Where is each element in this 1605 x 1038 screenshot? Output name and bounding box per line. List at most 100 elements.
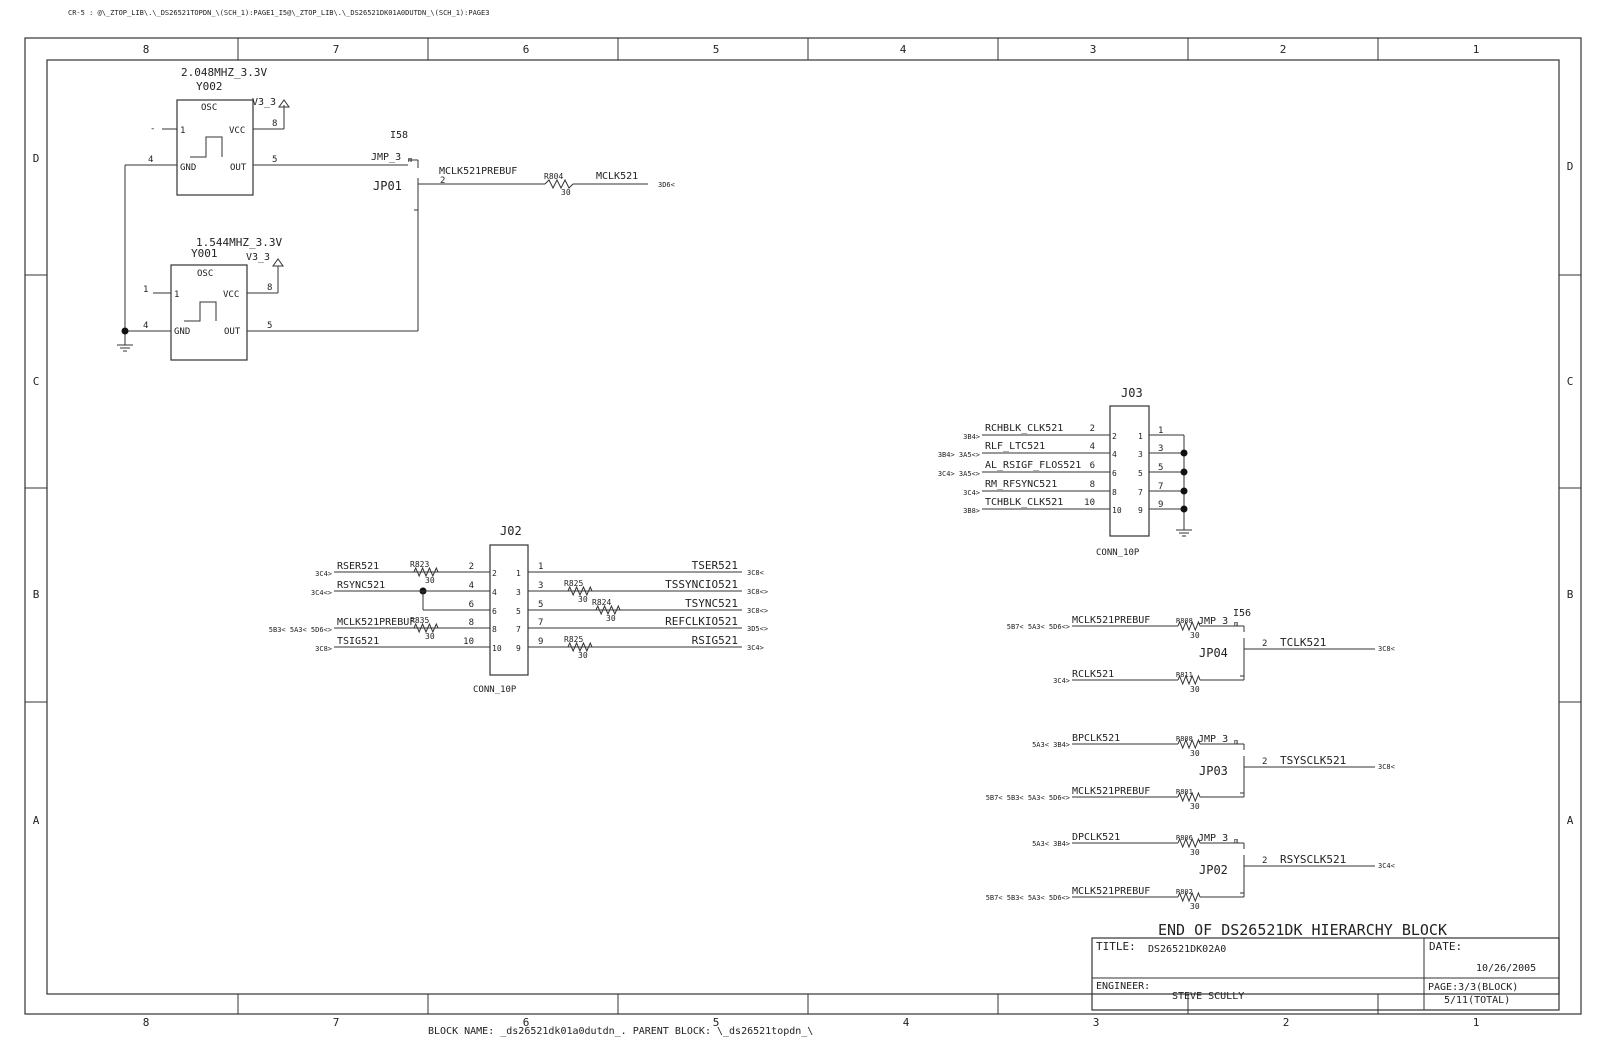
pin-number: 8: [1090, 480, 1095, 490]
junction-dot: [1180, 449, 1188, 457]
header-path: CR-5 : @\_ZTOP_LIB\.\_DS26521TOPDN_\(SCH…: [68, 9, 489, 17]
resistor-ref: R806: [1176, 834, 1193, 842]
resistor-ref: R808: [1176, 617, 1193, 625]
jumper-jp01: I58 JMP_3 m JP01 2 MCLK521PREBUF R804 30…: [371, 130, 675, 212]
junction-dot: [1180, 468, 1188, 476]
jumper-part: JMP_3: [1198, 616, 1228, 627]
col-label: 8: [143, 43, 150, 56]
pin-number: 2: [1090, 424, 1095, 434]
net-xref: 3C4>: [963, 489, 980, 497]
svg-text:8: 8: [267, 283, 272, 293]
net-label: MCLK521PREBUF: [1072, 786, 1150, 797]
pin-number: 2: [1262, 856, 1267, 866]
pin-number: 4: [1090, 442, 1095, 452]
pin-number: 5: [1138, 469, 1143, 478]
pin-number: 2: [492, 569, 497, 578]
pin-number: 10: [1112, 506, 1122, 515]
pin-number: 4: [469, 581, 474, 591]
ground-symbol: [117, 165, 133, 352]
svg-text:J02: J02: [500, 524, 522, 538]
net-xref: 3C4>: [1053, 677, 1070, 685]
net-xref: 5B7< 5B3< 5A3< 5D6<>: [986, 894, 1070, 902]
net-xref: 3C8>: [315, 645, 332, 653]
col-label: 5: [713, 1016, 720, 1029]
svg-text:VCC: VCC: [223, 290, 239, 300]
svg-text:CONN_10P: CONN_10P: [1096, 548, 1140, 558]
pin-number: 8: [492, 625, 497, 634]
resistor-ref: R802: [1176, 888, 1193, 896]
resistor-ref: R825: [564, 635, 583, 644]
pin-number: 10: [492, 644, 502, 653]
pin-number: 3: [516, 588, 521, 597]
pin-number: 2: [1112, 432, 1117, 441]
net-label: BPCLK521: [1072, 733, 1120, 744]
svg-text:GND: GND: [174, 327, 190, 337]
net-xref: 3C8<>: [747, 588, 768, 596]
resistor-symbol: [595, 604, 621, 616]
col-label: 1: [1473, 1016, 1480, 1029]
svg-text:30: 30: [561, 188, 571, 197]
pin-number: 7: [1138, 488, 1143, 497]
pin-number: 9: [538, 637, 543, 647]
svg-text:OSC: OSC: [201, 103, 217, 113]
pin-number: 1: [516, 569, 521, 578]
pin-number: 2: [469, 562, 474, 572]
col-label: 8: [143, 1016, 150, 1029]
net-xref: 3C8<: [1378, 763, 1395, 771]
net-xref: 3C4<>: [311, 589, 332, 597]
row-label: C: [1567, 375, 1574, 388]
net-label: RCLK521: [1072, 669, 1114, 680]
net-xref: 3B4> 3A5<>: [938, 451, 980, 459]
net-xref: 5A3< 3B4>: [1032, 840, 1070, 848]
net-label: RCHBLK_CLK521: [985, 423, 1063, 434]
resistor-ref: R811: [1176, 671, 1193, 679]
col-label: 3: [1093, 1016, 1100, 1029]
resistor-value: 30: [1190, 685, 1200, 694]
svg-text:1.544MHZ_3.3V: 1.544MHZ_3.3V: [196, 236, 282, 249]
svg-text:4: 4: [143, 321, 148, 331]
net-label: TCLK521: [1280, 636, 1326, 649]
pin-number: 5: [1158, 463, 1163, 473]
resistor-symbol: [567, 585, 593, 597]
jumper-ref: JP02: [1199, 863, 1228, 877]
jumper-instance: I56: [1233, 608, 1251, 619]
row-label: A: [1567, 814, 1574, 827]
svg-text:Y002: Y002: [196, 80, 223, 93]
pin-number: 2: [1262, 757, 1267, 767]
junction-dot: [1180, 487, 1188, 495]
svg-text:J03: J03: [1121, 386, 1143, 400]
pin-number: 10: [463, 637, 474, 647]
resistor-value: 30: [1190, 802, 1200, 811]
net-label: MCLK521PREBUF: [337, 617, 415, 628]
svg-text:8: 8: [272, 119, 277, 129]
row-label: D: [1567, 160, 1574, 173]
resistor-symbol: [413, 622, 439, 634]
net-label: TSSYNCIO521: [665, 578, 738, 591]
svg-text:GND: GND: [180, 163, 196, 173]
svg-text:R804: R804: [544, 172, 563, 181]
footer-block-name: BLOCK NAME: _ds26521dk01a0dutdn_. PARENT…: [428, 1026, 813, 1037]
svg-text:PAGE:3/3(BLOCK): PAGE:3/3(BLOCK): [1428, 982, 1518, 993]
net-xref: 3B4>: [963, 433, 980, 441]
net-label: RLF_LTC521: [985, 441, 1045, 452]
svg-text:OSC: OSC: [197, 269, 213, 279]
net-xref: 5B7< 5B3< 5A3< 5D6<>: [986, 794, 1070, 802]
resistor-ref: R801: [1176, 788, 1193, 796]
net-label: MCLK521PREBUF: [1072, 615, 1150, 626]
col-label: 6: [523, 43, 530, 56]
col-label: 6: [523, 1016, 530, 1029]
net-xref: 3B8>: [963, 507, 980, 515]
net-label: AL_RSIGF_FLOS521: [985, 460, 1081, 471]
svg-text:1: 1: [143, 285, 148, 295]
pin-number: 4: [1112, 450, 1117, 459]
resistor-value: 30: [606, 614, 616, 623]
pin-number: 1: [538, 562, 543, 572]
net-label: TSER521: [692, 559, 738, 572]
resistor-ref: R808: [1176, 735, 1193, 743]
svg-text:2: 2: [440, 176, 445, 186]
resistor-value: 30: [1190, 902, 1200, 911]
svg-text:JMP_3: JMP_3: [371, 152, 401, 163]
pin-number: 6: [1090, 461, 1095, 471]
pin-number: 5: [538, 600, 543, 610]
